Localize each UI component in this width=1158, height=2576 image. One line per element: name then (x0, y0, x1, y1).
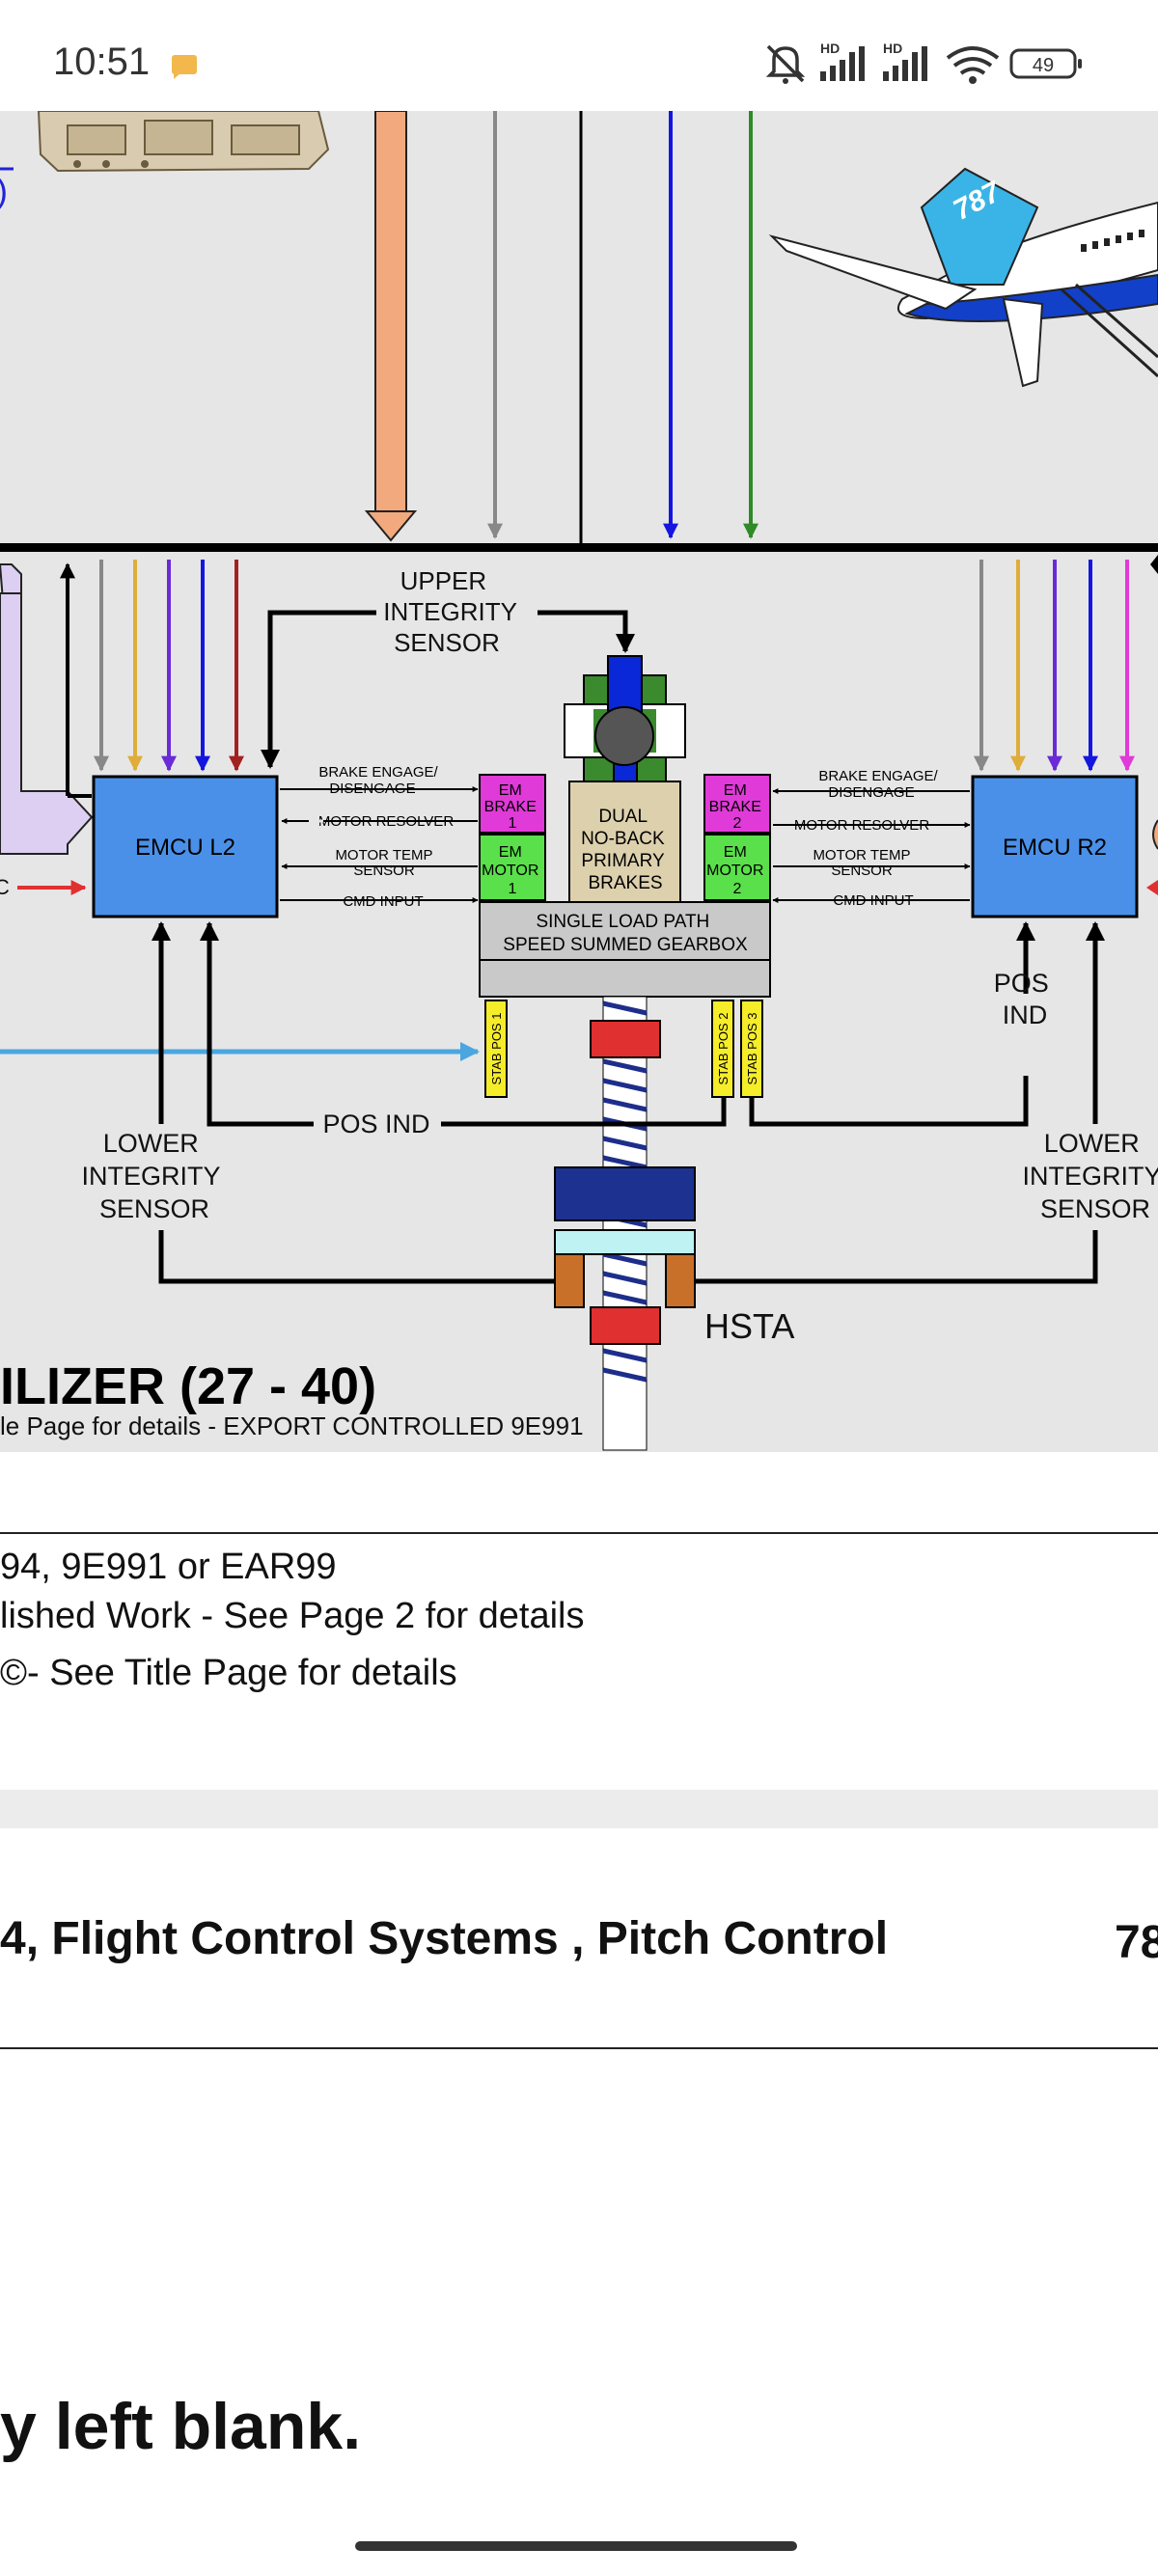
gearbox-box: SINGLE LOAD PATH SPEED SUMMED GEARBOX (479, 901, 771, 998)
battery-level: 49 (1033, 55, 1054, 76)
battery-icon: 49 (1009, 48, 1082, 79)
copyright-line: lished Work - See Page 2 for details (0, 1596, 585, 1636)
emcu-r2-label: EMCU R2 (1003, 835, 1107, 861)
main-bus (0, 543, 1158, 552)
stab-pos-3: STAB POS 3 (745, 1013, 759, 1085)
footer-page-number: 78 (1115, 1917, 1158, 1968)
svg-text:EM MOTOR 1: EM MOTOR 1 (482, 844, 543, 897)
right-signal-group: BRAKE ENGAGE/ DISENGAGE MOTOR RESOLVER M… (772, 768, 971, 909)
network-label-2: HD (883, 41, 902, 56)
divider-top (0, 1532, 1158, 1534)
left-signal-cmd: CMD INPUT (343, 893, 423, 910)
em-motor-2: EM MOTOR 2 (703, 834, 771, 901)
signal-icon: HD (820, 41, 865, 81)
pos-ind-right-2: IND (1003, 1000, 1048, 1029)
export-class-line: 94, 9E991 or EAR99 (0, 1547, 337, 1587)
footer-title: 4, Flight Control Systems , Pitch Contro… (0, 1913, 889, 1964)
left-signal-temp: MOTOR TEMP (335, 847, 432, 863)
pos-ind-right-1: POS (994, 969, 1049, 998)
left-signal-group: BRAKE ENGAGE/ DISENGAGE MOTOR RESOLVER M… (280, 764, 479, 910)
dual-brakes-box: DUAL NO-BACK PRIMARY BRAKES (568, 781, 681, 903)
left-edge-c: C (0, 875, 10, 899)
stab-pos-2: STAB POS 2 (716, 1013, 731, 1085)
right-signal-brake: BRAKE ENGAGE/ (818, 768, 938, 784)
mute-icon (765, 44, 806, 84)
ball-screw (554, 996, 696, 1451)
emcu-r2-box: EMCU R2 (971, 775, 1139, 918)
right-signal-sensor: SENSOR (831, 863, 893, 879)
home-indicator[interactable] (355, 2541, 797, 2551)
emcu-l2-label: EMCU L2 (135, 835, 235, 861)
pos-ind-lines: POS IND POS IND (200, 921, 1057, 1138)
left-bus-taps: C (0, 560, 244, 899)
page-separator (0, 1790, 1158, 1828)
svg-text:LOWER INTEGRITY: LOWER INTEGRITY SENSOR (81, 1129, 227, 1223)
blank-page-note: y left blank. (0, 2390, 362, 2463)
wifi-icon (946, 46, 1000, 84)
upper-sensor-line-1: UPPER (400, 566, 487, 595)
svg-text:SINGLE LOAD PATH SPEED: SINGLE LOAD PATH SPEED SUMMED GEARBOX (503, 912, 748, 955)
status-icons: HD HD 49 (765, 41, 1082, 84)
right-bus-taps (974, 555, 1158, 895)
pos-ind-label: POS IND (322, 1110, 429, 1138)
svg-text:UPPER INTEGRITY: UPPER INTEGRITY SENSOR (383, 566, 523, 657)
emcu-l2-box: EMCU L2 (92, 775, 279, 918)
left-edge-arc: ) (0, 171, 8, 210)
lower-integrity-sensor-right: LOWER INTEGRITY SENSOR (695, 921, 1158, 1284)
top-signal-lines (364, 111, 758, 545)
title-page-line: ©- See Title Page for details (0, 1653, 457, 1693)
em-motor-1: EM MOTOR 1 (479, 834, 546, 901)
status-bar: 10:51 HD HD (0, 0, 1158, 111)
divider-bottom (0, 2047, 1158, 2049)
stab-pos-1: STAB POS 1 (489, 1013, 504, 1085)
right-signal-disengage: DISENGAGE (828, 784, 914, 801)
svg-text:EM BRAKE 2: EM BRAKE 2 (709, 782, 766, 832)
em-brake-1: EM BRAKE 1 (479, 774, 546, 834)
status-time: 10:51 (53, 41, 151, 83)
network-label-1: HD (820, 41, 840, 56)
left-signal-sensor: SENSOR (353, 863, 415, 879)
upper-integrity-sensor: UPPER INTEGRITY SENSOR (261, 566, 635, 769)
stabilizer-diagram: ) 787 (0, 111, 1158, 1452)
em-brake-2: EM BRAKE 2 (703, 774, 771, 834)
left-signal-brake: BRAKE ENGAGE/ (318, 764, 438, 781)
svg-text:DUAL NO-BACK P: DUAL NO-BACK PRIMARY BRAKES (581, 807, 670, 893)
svg-text:EM MOTOR 2: EM MOTOR 2 (706, 844, 768, 897)
stab-pos-sensors: STAB POS 1 STAB POS 2 STAB POS 3 (0, 1000, 763, 1098)
right-signal-temp: MOTOR TEMP (813, 847, 910, 863)
svg-text:POS IND: POS IND (994, 969, 1057, 1029)
lower-integrity-sensor-left: LOWER INTEGRITY SENSOR (81, 921, 555, 1284)
upper-sensor-line-2: INTEGRITY (383, 597, 516, 626)
notification-icon (172, 55, 197, 79)
hsta-label: HSTA (704, 1306, 794, 1346)
diagram-subtitle: le Page for details - EXPORT CONTROLLED … (0, 1411, 584, 1440)
upper-sensor-line-3: SENSOR (394, 628, 500, 657)
actuator-illustration (37, 111, 330, 173)
airplane-illustration: 787 (768, 167, 1158, 388)
dual-brake-assembly (564, 655, 686, 787)
svg-text:LOWER INTEGRITY: LOWER INTEGRITY SENSOR (1022, 1129, 1158, 1223)
diagram-title: ILIZER (27 - 40) (0, 1357, 376, 1415)
signal-icon: HD (883, 41, 927, 81)
svg-text:EM BRAKE 1: EM BRAKE 1 (484, 782, 541, 832)
